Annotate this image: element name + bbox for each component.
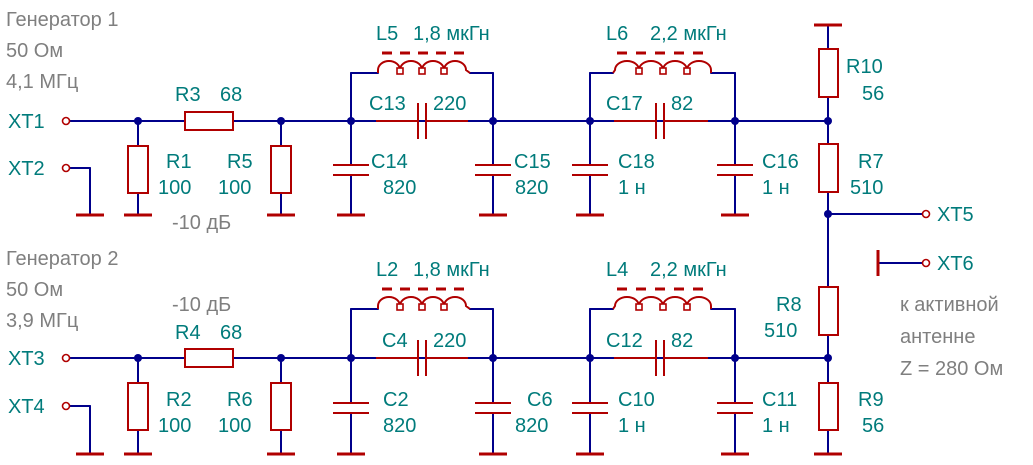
r8-value: 510 <box>764 320 797 342</box>
terminal-xt3-pin <box>61 353 71 363</box>
r7-value: 510 <box>850 177 883 199</box>
c12-value: 82 <box>671 330 693 352</box>
c12-ref: C12 <box>606 330 643 352</box>
c10-value: 1 н <box>618 415 646 437</box>
series-capacitors <box>376 103 708 376</box>
terminal-xt5-pin <box>921 209 931 219</box>
c6-value: 820 <box>515 415 548 437</box>
wires-channel-1 <box>69 72 829 215</box>
resistor-r5-symbol <box>270 145 292 194</box>
r2-value: 100 <box>158 415 191 437</box>
c2-ref: C2 <box>383 389 409 411</box>
generator-2-impedance: 50 Ом <box>6 279 63 301</box>
l4-ref: L4 <box>606 259 628 281</box>
generator-2-title: Генератор 2 <box>6 248 118 270</box>
l5-ref: L5 <box>376 23 398 45</box>
c16-ref: C16 <box>762 151 799 173</box>
inductor-l2-symbol <box>377 287 471 311</box>
output-note-line-3: Z = 280 Ом <box>900 358 1003 380</box>
c17-ref: C17 <box>606 93 643 115</box>
c15-value: 820 <box>515 177 548 199</box>
c16-value: 1 н <box>762 177 790 199</box>
resistor-r8-symbol <box>818 286 839 336</box>
generator-1-title: Генератор 1 <box>6 9 118 31</box>
generator-2-frequency: 3,9 МГц <box>6 310 78 332</box>
c6-ref: C6 <box>527 389 553 411</box>
inductor-l5-symbol <box>377 51 471 75</box>
terminal-xt2-label: XT2 <box>8 158 45 180</box>
terminal-xt2-pin <box>61 163 71 173</box>
c11-value: 1 н <box>762 415 790 437</box>
r1-ref: R1 <box>166 151 192 173</box>
c18-value: 1 н <box>618 177 646 199</box>
output-note-line-1: к активной <box>900 294 999 316</box>
terminal-xt6-label: XT6 <box>937 253 974 275</box>
junction-dots <box>134 117 832 362</box>
resistor-r4-symbol <box>184 348 234 368</box>
r2-ref: R2 <box>166 389 192 411</box>
r10-ref: R10 <box>846 56 883 78</box>
r1-value: 100 <box>158 177 191 199</box>
r3-ref: R3 <box>175 84 201 106</box>
l6-value: 2,2 мкГн <box>650 23 727 45</box>
l2-ref: L2 <box>376 259 398 281</box>
c18-ref: C18 <box>618 151 655 173</box>
r9-value: 56 <box>862 415 884 437</box>
r6-ref: R6 <box>227 389 253 411</box>
c13-ref: C13 <box>369 93 406 115</box>
r4-value: 68 <box>220 322 242 344</box>
terminal-xt3-label: XT3 <box>8 348 45 370</box>
r3-value: 68 <box>220 84 242 106</box>
inductor-l4-symbol <box>612 287 712 311</box>
terminal-xt6-pin <box>921 258 931 268</box>
r5-ref: R5 <box>227 151 253 173</box>
generator-1-frequency: 4,1 МГц <box>6 71 78 93</box>
c10-ref: C10 <box>618 389 655 411</box>
c2-value: 820 <box>383 415 416 437</box>
attenuation-2-label: -10 дБ <box>172 294 231 316</box>
r4-ref: R4 <box>175 322 201 344</box>
r5-value: 100 <box>218 177 251 199</box>
resistor-r2-symbol <box>127 382 149 431</box>
r9-ref: R9 <box>858 389 884 411</box>
l6-ref: L6 <box>606 23 628 45</box>
c13-value: 220 <box>433 93 466 115</box>
resistors <box>127 48 839 431</box>
attenuation-1-label: -10 дБ <box>172 212 231 234</box>
r10-value: 56 <box>862 83 884 105</box>
c14-ref: C14 <box>371 151 408 173</box>
generator-1-impedance: 50 Ом <box>6 40 63 62</box>
r8-ref: R8 <box>776 294 802 316</box>
terminal-xt4-label: XT4 <box>8 396 45 418</box>
terminal-xt1-label: XT1 <box>8 111 45 133</box>
resistor-r7-symbol <box>818 143 839 193</box>
c14-value: 820 <box>383 177 416 199</box>
l4-value: 2,2 мкГн <box>650 259 727 281</box>
wires-channel-2 <box>69 308 829 454</box>
r7-ref: R7 <box>858 151 884 173</box>
resistor-r1-symbol <box>127 145 149 194</box>
inductors <box>377 51 712 311</box>
c11-ref: C11 <box>762 389 797 411</box>
terminal-xt4-pin <box>61 401 71 411</box>
inductor-l6-symbol <box>612 51 712 75</box>
resistor-r6-symbol <box>270 382 292 431</box>
shunt-capacitors <box>333 164 753 414</box>
c17-value: 82 <box>671 93 693 115</box>
terminal-xt5-label: XT5 <box>937 204 974 226</box>
c4-ref: C4 <box>382 330 408 352</box>
output-note-line-2: антенне <box>900 326 975 348</box>
resistor-r9-symbol <box>818 382 839 431</box>
resistor-r3-symbol <box>184 111 234 131</box>
terminal-xt1-pin <box>61 116 71 126</box>
resistor-r10-symbol <box>818 48 839 98</box>
l5-value: 1,8 мкГн <box>413 23 490 45</box>
l2-value: 1,8 мкГн <box>413 259 490 281</box>
terminal-pins <box>61 116 931 411</box>
c15-ref: C15 <box>514 151 551 173</box>
r6-value: 100 <box>218 415 251 437</box>
c4-value: 220 <box>433 330 466 352</box>
ground-symbols <box>76 23 880 456</box>
